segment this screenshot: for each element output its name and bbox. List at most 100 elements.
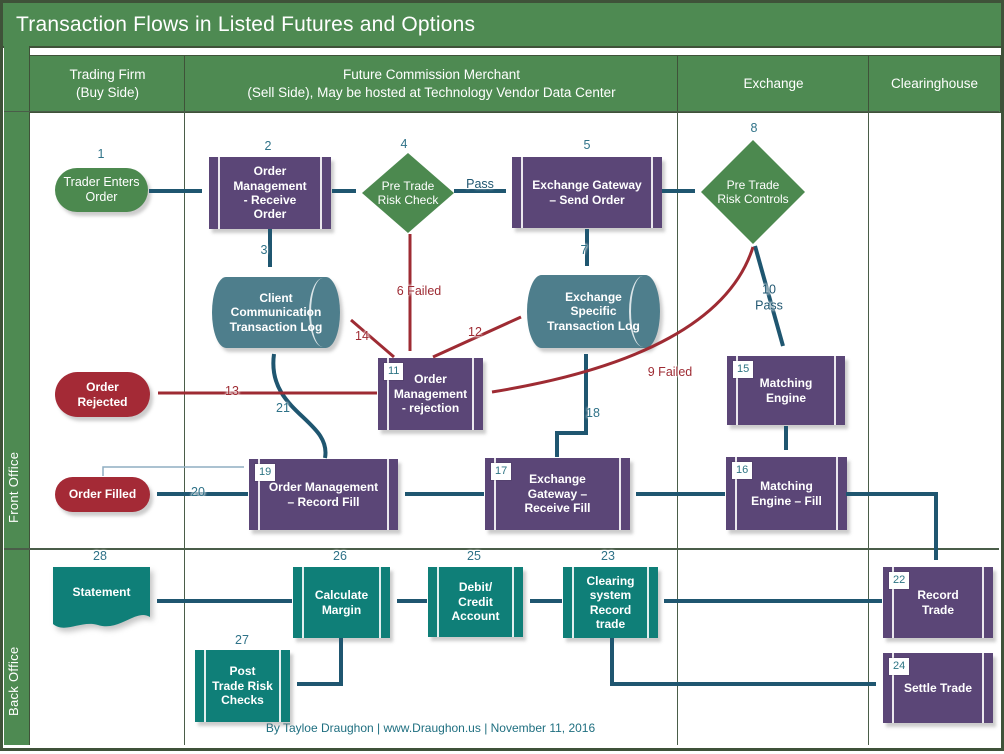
right-inset-bar [836,457,838,530]
node-label: Clearing system Record trade [586,573,635,631]
left-inset-bar [892,567,894,638]
left-inset-bar [521,157,523,228]
node-client-communication-transaction-log: Client Communication Transaction Log [212,277,340,348]
right-inset-bar [279,650,281,722]
lane-divider-vertical-2 [677,111,678,745]
connector-label-6-failed: 6 Failed [396,284,442,299]
cylinder-cap [309,278,337,347]
connector-label-4: 4 [400,137,408,152]
connector-label-18: 18 [586,406,600,421]
lane-divider-vertical-3 [868,111,869,745]
left-inset-bar [735,457,737,530]
left-inset-bar [892,653,894,723]
connector-label-27: 27 [235,633,249,648]
node-label: Exchange Gateway – Send Order [532,178,642,207]
connector-label-25: 25 [467,549,481,564]
right-inset-bar [379,567,381,638]
office-sidebar [4,46,30,745]
node-label: Order Filled [68,487,137,502]
node-pre-trade-risk-controls: Pre Trade Risk Controls [701,140,805,244]
connector-label-10-pass: 10 Pass [755,282,783,312]
right-inset-bar [982,567,984,638]
node-trader-enters-order: Trader Enters Order [55,168,148,212]
lane-header-clearinghouse: Clearinghouse [868,55,1001,113]
connector-label-12: 12 [468,325,482,340]
node-pre-trade-risk-check: Pre Trade Risk Check [362,153,454,233]
right-inset-bar [387,459,389,530]
connector-label-8: 8 [750,121,758,136]
step-number-badge: 17 [491,463,512,480]
title-bar: Transaction Flows in Listed Futures and … [3,3,1001,48]
document-shape [53,567,150,628]
page-title: Transaction Flows in Listed Futures and … [16,12,476,36]
node-label: Trader Enters Order [63,175,140,204]
connector-label-23: 23 [601,549,615,564]
node-label: Pre Trade Risk Check [377,178,439,207]
left-inset-bar [572,567,574,638]
flow-18-17-to-exchange-log [555,354,588,457]
node-statement: Statement [53,567,150,633]
node-label: Exchange Gateway – Receive Fill [524,472,591,516]
connector-label-7: 7 [580,243,588,258]
node-label: Matching Engine [759,376,813,405]
node-order-management-receive-order: Order Management - Receive Order [209,157,331,229]
lane-divider-vertical-1 [184,111,185,745]
connector-label-2: 2 [264,139,272,154]
node-label: Post Trade Risk Checks [212,664,273,708]
node-label: Order Management - Receive Order [233,164,307,222]
lane-header-trading-firm: Trading Firm (Buy Side) [29,55,186,113]
node-label: Matching Engine – Fill [751,479,822,508]
connector-label-5: 5 [583,138,591,153]
connector-label-14: 14 [355,329,369,344]
node-label: Calculate Margin [314,588,369,617]
right-inset-bar [619,458,621,530]
node-label: Exchange Specific Transaction Log [547,289,640,333]
node-post-trade-risk-checks: Post Trade Risk Checks [195,650,290,722]
node-calculate-margin: Calculate Margin [293,567,390,638]
left-inset-bar [204,650,206,722]
flow-23-to-24 [610,638,876,686]
flow-order-filled-to-19 [102,466,244,476]
node-label: Order Management - rejection [393,372,468,416]
front-back-office-divider [4,548,999,550]
connector-label-26: 26 [333,549,347,564]
connector-label-1: 1 [97,147,105,162]
step-number-badge: 11 [384,363,404,380]
back-office-label: Back Office [6,646,21,716]
step-number-badge: 22 [889,572,910,589]
connector-label-13: 13 [225,384,239,399]
right-inset-bar [982,653,984,723]
node-label: Statement [72,584,131,599]
connector-label-pass: Pass [466,177,494,192]
connector-label-9-failed: 9 Failed [647,365,693,380]
left-inset-bar [387,358,389,430]
lane-header-exchange: Exchange [677,55,870,113]
node-label: Pre Trade Risk Controls [717,177,789,206]
step-number-badge: 16 [732,462,753,479]
node-order-filled: Order Filled [55,477,150,512]
node-exchange-specific-transaction-log: Exchange Specific Transaction Log [527,275,660,348]
step-number-badge: 15 [733,361,754,378]
node-order-rejected: Order Rejected [55,372,150,417]
cylinder-cap [629,276,657,347]
lane-header-fcm: Future Commission Merchant (Sell Side), … [184,55,679,113]
left-inset-bar [218,157,220,229]
left-inset-bar [302,567,304,638]
left-inset-bar [437,567,439,637]
node-label: Order Rejected [77,380,128,409]
flow-26-to-27 [297,638,343,686]
node-clearing-system-record-trade: Clearing system Record trade [563,567,658,638]
step-number-badge: 19 [255,464,276,481]
node-label: Order Management – Record Fill [268,480,379,509]
connector-label-20: 20 [191,485,205,500]
node-label: Record Trade [917,588,959,617]
right-inset-bar [834,356,836,425]
connector-label-28: 28 [93,549,107,564]
